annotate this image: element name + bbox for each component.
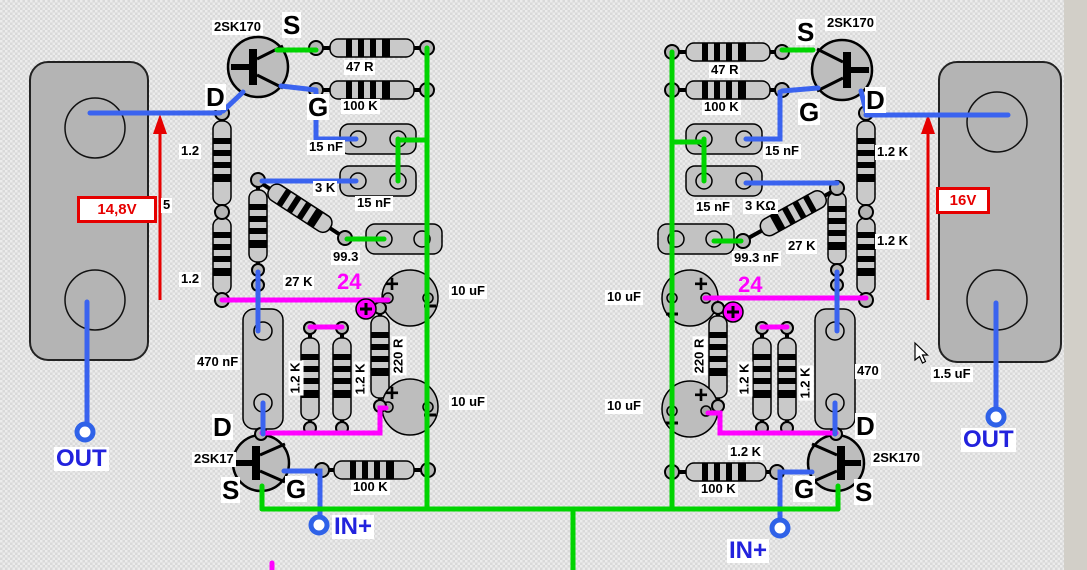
pin-label-gate: G [307,92,330,122]
capacitor-label: 99.3 nF [732,250,781,266]
resistor-label: 47 R [344,59,376,75]
pin-label-drain: D [855,411,876,441]
capacitor-label: 10 uF [605,398,643,414]
green-wires [259,45,841,570]
part-label: 2SK17 [192,451,236,467]
resistor-label: 1.2 K [875,233,911,249]
resistor-label: 1.2 K [875,144,911,160]
in-label-left: IN+ [332,513,375,540]
voltage-annotation-right: 16V [936,187,990,214]
electrolytic-capacitors: + + + + [381,269,719,438]
transistor-top-left [226,35,290,99]
resistor-label: 100 K [699,481,738,497]
pin-label-drain: D [212,412,233,442]
pin-label-drain: D [205,82,226,112]
resistor-label: 100 K [351,479,390,495]
capacitor-label: 10 uF [605,289,643,305]
capacitor-label: 10 uF [449,283,487,299]
out-terminal-right [985,406,1007,428]
canvas-edge-strip [1064,0,1087,570]
offset-value: 24 [337,269,362,294]
capacitor-label: 15 nF [763,143,801,159]
voltage-annotation-left: 14,8V [77,196,157,223]
capacitor-label: 99.3 [331,249,361,265]
resistor-label: 220 R [390,336,407,376]
pin-label-source: S [221,475,241,505]
voltage-arrow-left [153,114,167,300]
capacitor-label: 470 nF [195,354,241,370]
pin-label-source: S [796,17,816,47]
capacitor-label: 15 nF [307,139,345,155]
transistor-top-right [810,38,874,102]
resistor-label: 220 R [691,336,708,376]
capacitor-label: 10 uF [449,394,487,410]
resistor-label: 1.2 K [287,360,304,396]
pin-label-source: S [854,477,874,507]
resistor-label: 100 K [702,99,741,115]
pin-label-gate: G [793,474,816,504]
pin-label-gate: G [285,474,308,504]
offset-node-left [355,298,377,320]
resistor-label: 1.2 K [736,361,753,397]
out-label-right: OUT [961,426,1016,453]
resistor-label: 1.2 K [352,361,369,397]
svg-text:+: + [385,380,399,407]
in-terminal-right [769,517,791,539]
capacitor-label: 1.5 uF [931,366,973,382]
resistor-label: 1.2 [179,271,202,287]
mouse-cursor [914,341,929,364]
offset-node-right [722,301,744,323]
transistor-bottom-left [231,433,291,493]
svg-text:+: + [694,382,708,409]
part-label: 2SK170 [871,450,922,466]
resistor-label: 27 K [283,274,315,290]
part-label: 2SK170 [825,15,876,31]
pin-label-source: S [282,10,302,40]
annotation: 5 [161,197,173,213]
pin-label-gate: G [798,97,821,127]
voltage-arrow-right [921,114,935,300]
resistor-label: 3 KΩ [743,198,778,214]
svg-text:+: + [694,271,708,298]
capacitor-label: 15 nF [355,195,393,211]
resistor-label: 1.2 K [797,365,814,401]
capacitor-label: 15 nF [694,199,732,215]
resistor-label: 100 K [341,98,380,114]
in-label-right: IN+ [727,537,770,564]
out-label-left: OUT [54,445,109,472]
resistor-label: 1.2 [179,143,202,159]
svg-text:+: + [385,271,399,298]
offset-value: 24 [738,272,763,297]
resistor-label: 27 K [786,238,818,254]
pin-label-drain: D [865,85,886,115]
out-terminal-left [74,421,96,443]
resistor-label: 3 K [313,180,338,196]
capacitor-label: 470 [855,363,881,379]
part-label: 2SK170 [212,19,263,35]
in-terminal-left [308,514,330,536]
resistor-label: 1.2 K [728,444,764,460]
blue-wires [84,83,1011,522]
resistors [212,38,876,482]
resistor-label: 47 R [709,62,741,78]
